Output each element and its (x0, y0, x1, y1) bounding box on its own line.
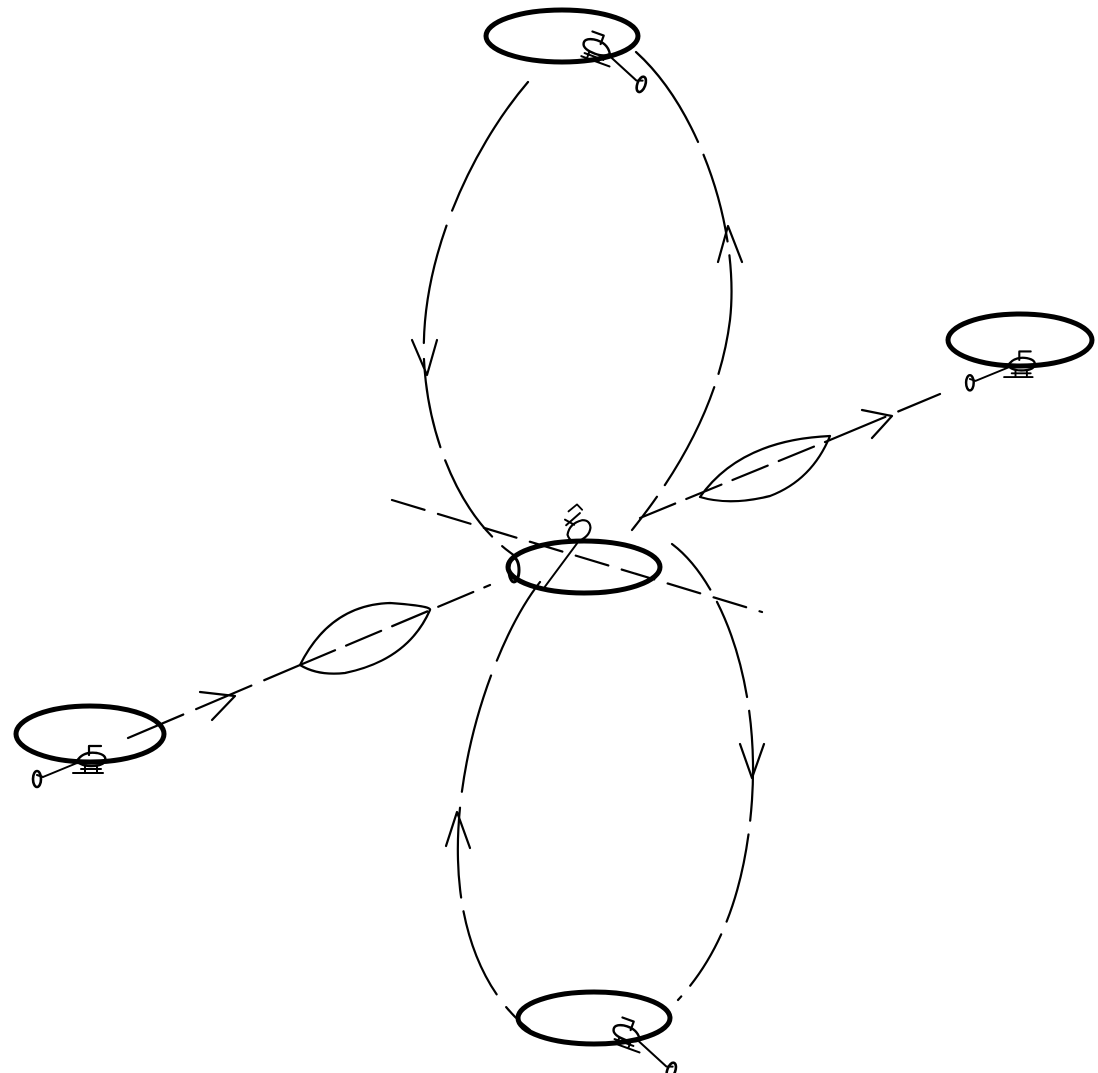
lower-loop (458, 544, 753, 1030)
helicopter-left (16, 706, 164, 787)
arrowheads (200, 226, 892, 848)
helicopter-icon (966, 351, 1035, 390)
helicopter-top (486, 10, 656, 93)
forward-path (128, 394, 940, 738)
rotor-disc (486, 10, 638, 62)
helicopter-icon (604, 1016, 686, 1073)
upper-loop (424, 52, 732, 556)
helicopter-bottom (518, 992, 686, 1073)
helicopter-right (948, 314, 1092, 390)
rotor-disc (518, 992, 670, 1044)
rotor-disc (508, 541, 660, 593)
helicopter-icon (33, 746, 105, 787)
helicopter-icon (516, 504, 606, 588)
arrowhead-down-icon (412, 340, 437, 375)
helicopter-center (508, 504, 660, 593)
lens-right (700, 436, 830, 501)
